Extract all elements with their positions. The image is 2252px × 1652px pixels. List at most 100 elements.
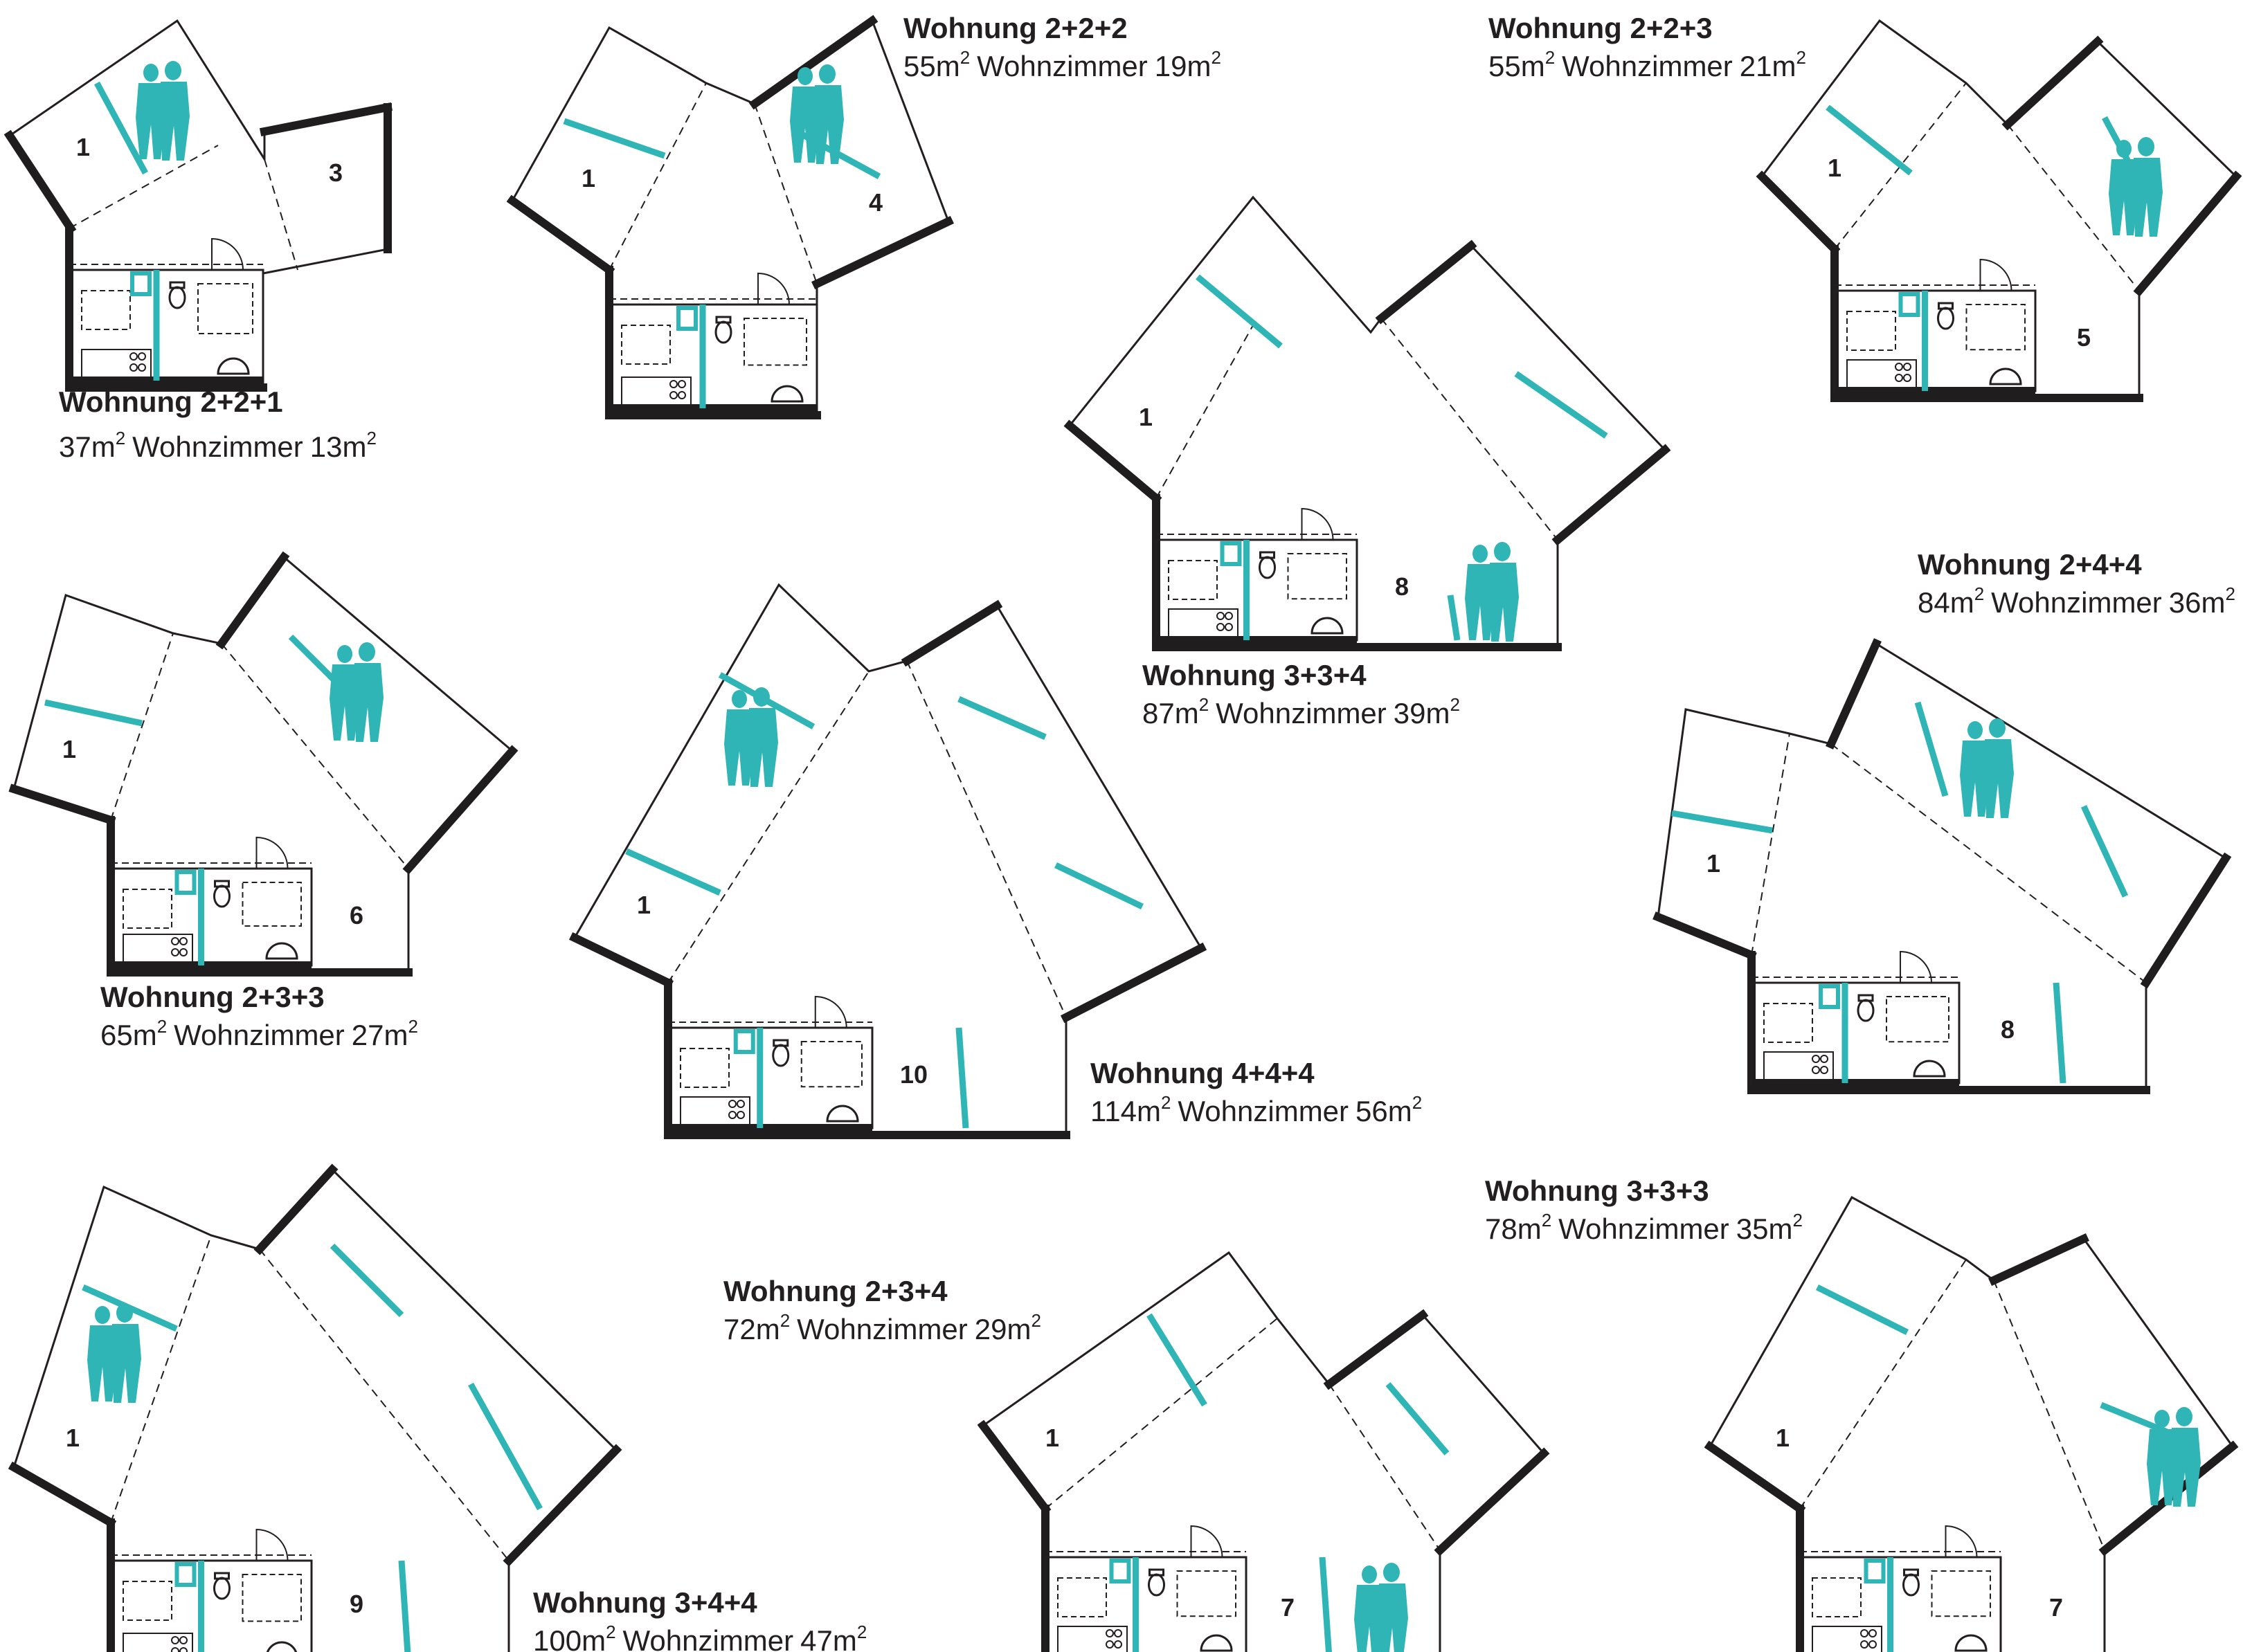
room-number: 6 xyxy=(350,901,363,929)
plan-title: Wohnung 2+2+3 xyxy=(1488,12,1713,44)
person-figures-icon xyxy=(724,687,778,787)
area-unit-sup: 2 xyxy=(1211,47,1220,68)
area-unit-sup: 2 xyxy=(1545,47,1555,68)
exterior-wall xyxy=(568,932,674,989)
exterior-wall xyxy=(2001,35,2104,131)
partition-wall xyxy=(957,696,1047,741)
room-number: 1 xyxy=(76,133,90,161)
room-boundary-dashed xyxy=(1045,1318,1278,1509)
partition-wall xyxy=(1196,274,1283,349)
partition-wall xyxy=(44,699,143,727)
shower-icon xyxy=(744,318,807,366)
area-unit-sup: 2 xyxy=(1796,47,1805,68)
sink-icon xyxy=(771,385,804,403)
total-area: 78m xyxy=(1485,1213,1542,1245)
shower-icon xyxy=(1287,553,1347,600)
sink-icon xyxy=(1913,1060,1946,1078)
living-room-area: 35m xyxy=(1736,1213,1793,1245)
table-outline xyxy=(1763,1003,1813,1043)
person-figures-icon xyxy=(136,61,190,161)
room-number: 1 xyxy=(637,891,651,919)
exterior-wall xyxy=(1756,170,1841,255)
room-boundary-dashed xyxy=(1830,743,2147,983)
person-figures-icon xyxy=(2109,137,2163,237)
shower-icon xyxy=(242,882,302,927)
kitchen-block-icon xyxy=(123,1633,193,1652)
service-core xyxy=(667,995,874,1132)
area-unit-sup: 2 xyxy=(857,1622,867,1642)
exterior-wall xyxy=(2133,170,2242,297)
partition-wall xyxy=(94,81,148,175)
living-room-area: 21m xyxy=(1740,50,1796,82)
area-unit-sup: 2 xyxy=(1031,1310,1041,1331)
living-room-label: Wohnzimmer xyxy=(1178,1095,1349,1127)
room-boundary-dashed xyxy=(754,103,818,284)
plan-title: Wohnung 2+2+2 xyxy=(903,12,1128,44)
toilet-icon xyxy=(213,1572,231,1600)
total-area: 84m xyxy=(1918,586,1974,619)
toilet-icon xyxy=(1148,1568,1165,1597)
room-number: 4 xyxy=(869,188,883,217)
partition-wall xyxy=(1146,1313,1207,1407)
living-room-area: 29m xyxy=(975,1313,1032,1345)
kitchen-block-icon xyxy=(1057,1626,1128,1652)
table-outline xyxy=(1812,1577,1862,1617)
room-boundary-dashed xyxy=(1380,318,1558,541)
living-room-label: Wohnzimmer xyxy=(1216,697,1387,729)
total-area: 55m xyxy=(1488,50,1545,82)
area-unit-sup: 2 xyxy=(1542,1210,1551,1231)
total-area: 114m xyxy=(1090,1095,1161,1127)
room-boundary-dashed xyxy=(1751,733,1790,956)
room-number: 10 xyxy=(900,1060,928,1089)
area-unit-sup: 2 xyxy=(1199,694,1209,715)
area-unit-sup: 2 xyxy=(408,1016,417,1037)
person-figures-icon xyxy=(1465,542,1519,642)
plan-title: Wohnung 4+4+4 xyxy=(1090,1057,1315,1089)
kitchen-block-icon xyxy=(621,376,692,406)
door-swing-icon xyxy=(255,836,289,869)
door-swing-icon xyxy=(1945,1525,1978,1558)
exterior-wall xyxy=(259,102,393,137)
sink-icon xyxy=(1310,617,1344,635)
kitchen-block-icon xyxy=(81,349,152,378)
room-number: 1 xyxy=(62,735,76,763)
toilet-icon xyxy=(1902,1568,1920,1597)
area-unit-sup: 2 xyxy=(960,47,970,68)
kitchen-block-icon xyxy=(680,1096,750,1125)
living-room-label: Wohnzimmer xyxy=(623,1624,794,1652)
shower-icon xyxy=(1965,304,2026,351)
partition-wall xyxy=(330,1243,404,1318)
total-area: 72m xyxy=(723,1313,780,1345)
total-area: 65m xyxy=(100,1019,157,1051)
partition-wall xyxy=(1054,862,1144,910)
service-core xyxy=(1750,950,1961,1087)
sink-icon xyxy=(826,1105,859,1123)
living-room-label: Wohnzimmer xyxy=(1558,1213,1729,1245)
room-number: 1 xyxy=(66,1424,80,1452)
room-boundary-dashed xyxy=(1993,1280,2105,1551)
total-area: 100m xyxy=(533,1624,606,1652)
room-number: 9 xyxy=(350,1590,363,1618)
area-unit-sup: 2 xyxy=(366,428,376,448)
partition-wall xyxy=(2080,805,2129,898)
partition-wall xyxy=(2053,982,2066,1084)
room-number: 7 xyxy=(2049,1593,2063,1622)
table-outline xyxy=(123,1581,172,1621)
kitchen-block-icon xyxy=(123,934,193,963)
toilet-icon xyxy=(1937,302,1954,330)
apartment-outline xyxy=(12,555,514,974)
area-unit-sup: 2 xyxy=(2225,583,2235,604)
sink-icon xyxy=(1989,367,2022,385)
plan-title: Wohnung 2+3+3 xyxy=(100,981,325,1013)
room-boundary-dashed xyxy=(667,671,870,983)
exterior-wall xyxy=(1434,1447,1550,1556)
person-figures-icon xyxy=(330,642,384,742)
area-unit-sup: 2 xyxy=(1161,1092,1171,1113)
partition-wall xyxy=(1914,701,1949,797)
